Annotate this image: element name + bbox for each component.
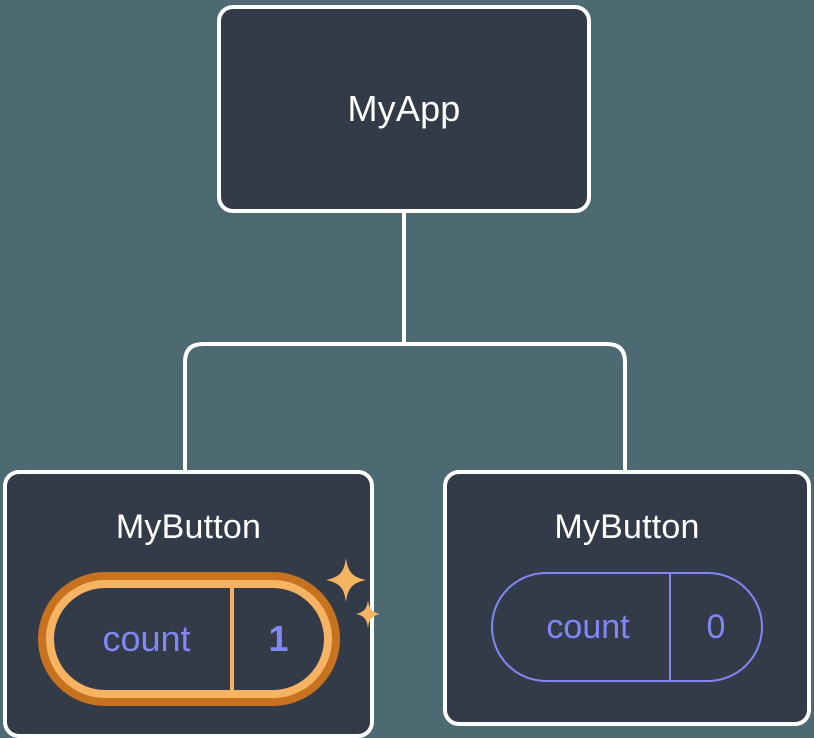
state-key-label: count — [546, 608, 630, 646]
state-pill-highlighted[interactable]: count 1 — [37, 572, 340, 706]
sparkle-icon — [355, 600, 380, 628]
state-pill-wrapper: count 0 — [491, 572, 763, 682]
state-pill-plain[interactable]: count 0 — [491, 572, 763, 682]
component-node-myapp[interactable]: MyApp — [217, 5, 591, 213]
state-value-label: 1 — [229, 588, 324, 690]
sparkle-icon — [325, 558, 366, 602]
state-pill-wrapper: count 1 — [37, 558, 380, 706]
component-node-label: MyButton — [115, 508, 262, 546]
state-pill-inner: count 1 — [53, 588, 324, 690]
connector-branch — [183, 342, 627, 470]
state-key-label: count — [102, 618, 191, 659]
component-node-mybutton-right[interactable]: MyButton count 0 — [443, 470, 811, 726]
state-value-label: 0 — [669, 574, 761, 680]
component-node-mybutton-left[interactable]: MyButton count 1 — [3, 470, 380, 738]
component-node-label: MyApp — [347, 88, 461, 129]
component-node-label: MyButton — [554, 508, 700, 546]
